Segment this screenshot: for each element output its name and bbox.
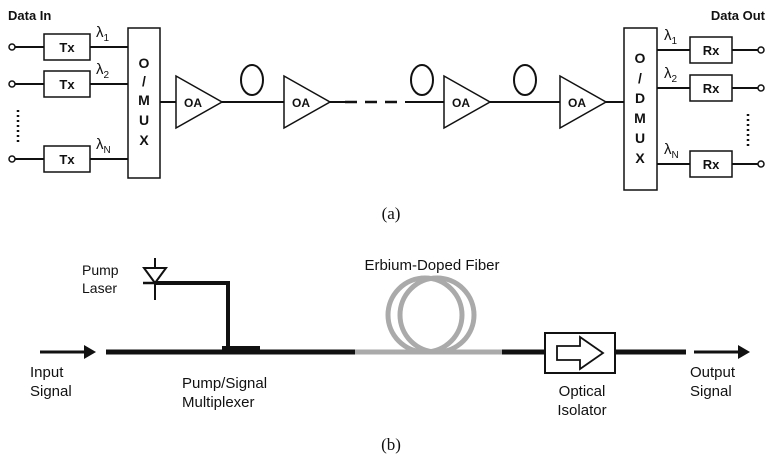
- rx-box-n: [689, 150, 733, 178]
- multiplexer-label-line1: Pump/Signal: [182, 375, 267, 392]
- amp-triangle-4: [559, 74, 608, 130]
- caption-a: (a): [382, 204, 401, 223]
- amplifier-2: OA: [283, 74, 332, 130]
- output-port-2: [757, 84, 765, 92]
- amp-label-3: OA: [452, 96, 470, 110]
- input-signal-line2: Signal: [30, 383, 72, 400]
- input-port-1: [8, 43, 16, 51]
- demux-letter-4: M: [634, 110, 646, 126]
- input-signal-line1: Input: [30, 364, 64, 381]
- demux-letter-2: /: [638, 70, 642, 86]
- mux-letter-4: U: [139, 112, 149, 128]
- tx-channel-n: Tx λN: [8, 136, 128, 173]
- amplifier-4: OA: [559, 74, 608, 130]
- amp-triangle-1: [175, 74, 224, 130]
- caption-b: (b): [381, 435, 401, 454]
- multiplexer-label-line2: Multiplexer: [182, 394, 255, 411]
- isolator-label-line1: Optical: [559, 383, 606, 400]
- rx-label-2: Rx: [703, 81, 720, 96]
- erbium-fiber-coil-icon: [385, 275, 477, 355]
- rx-box-2: [689, 74, 733, 102]
- mux-letter-5: X: [139, 132, 149, 148]
- optical-isolator: [544, 332, 616, 374]
- rx-label-1: Rx: [703, 43, 720, 58]
- tx-label-2: Tx: [59, 77, 75, 92]
- output-arrow-head: [738, 345, 750, 359]
- erbium-fiber-label: Erbium-Doped Fiber: [364, 257, 499, 274]
- amp-label-1: OA: [184, 96, 202, 110]
- amp-label-4: OA: [568, 96, 586, 110]
- rx-label-n: Rx: [703, 157, 720, 172]
- lambda-in-n: λN: [96, 136, 111, 156]
- lambda-in-2: λ2: [96, 61, 110, 81]
- input-port-n: [8, 155, 16, 163]
- demux-letter-3: D: [635, 90, 645, 106]
- data-out-label: Data Out: [711, 8, 766, 23]
- amp-label-2: OA: [292, 96, 310, 110]
- data-in-label: Data In: [8, 8, 51, 23]
- pump-laser-diode-icon: [142, 258, 168, 300]
- mux-letter-2: /: [142, 73, 146, 89]
- amplifier-1: OA: [175, 74, 224, 130]
- demux-letter-1: O: [635, 50, 646, 66]
- demux-box: [623, 27, 658, 191]
- tx-label-n: Tx: [59, 152, 75, 167]
- amplifier-3: OA: [443, 74, 492, 130]
- rx-channel-1: λ1 Rx: [657, 27, 765, 64]
- demux-letter-6: X: [635, 150, 645, 166]
- fiber-span-2: [410, 64, 434, 96]
- pump-feed-line: [155, 281, 230, 351]
- lambda-out-n: λN: [664, 141, 679, 161]
- tx-channel-1: Tx λ1: [8, 24, 128, 61]
- output-signal-line1: Output: [690, 364, 736, 381]
- pump-laser-label-line2: Laser: [82, 280, 117, 296]
- diagram-a: Data In Data Out Tx λ1 Tx λ2 Tx λN: [8, 8, 766, 223]
- optical-demux: O / D M U X: [623, 27, 658, 191]
- lambda-out-1: λ1: [664, 27, 678, 47]
- optical-mux: O / M U X: [127, 27, 161, 179]
- lambda-out-2: λ2: [664, 65, 678, 85]
- lambda-in-1: λ1: [96, 24, 110, 44]
- rx-channel-n: λN Rx: [657, 141, 765, 178]
- input-arrow-head: [84, 345, 96, 359]
- mux-letter-3: M: [138, 92, 150, 108]
- fiber-span-3: [513, 64, 537, 96]
- amp-triangle-2: [283, 74, 332, 130]
- diagram-b: Pump Laser Input Signal Erbium-Doped Fib…: [30, 257, 750, 454]
- output-port-1: [757, 46, 765, 54]
- isolator-arrow-icon: [556, 335, 605, 371]
- rx-channel-2: λ2 Rx: [657, 65, 765, 102]
- input-port-2: [8, 80, 16, 88]
- pump-laser-label-line1: Pump: [82, 262, 119, 278]
- amp-triangle-3: [443, 74, 492, 130]
- isolator-label-line2: Isolator: [557, 402, 606, 419]
- tx-box-2: [43, 70, 91, 98]
- output-port-n: [757, 160, 765, 168]
- tx-channel-2: Tx λ2: [8, 61, 128, 98]
- mux-letter-1: O: [139, 55, 150, 71]
- fiber-span-1: [240, 64, 264, 96]
- demux-letter-5: U: [635, 130, 645, 146]
- tx-label-1: Tx: [59, 40, 75, 55]
- output-signal-line2: Signal: [690, 383, 732, 400]
